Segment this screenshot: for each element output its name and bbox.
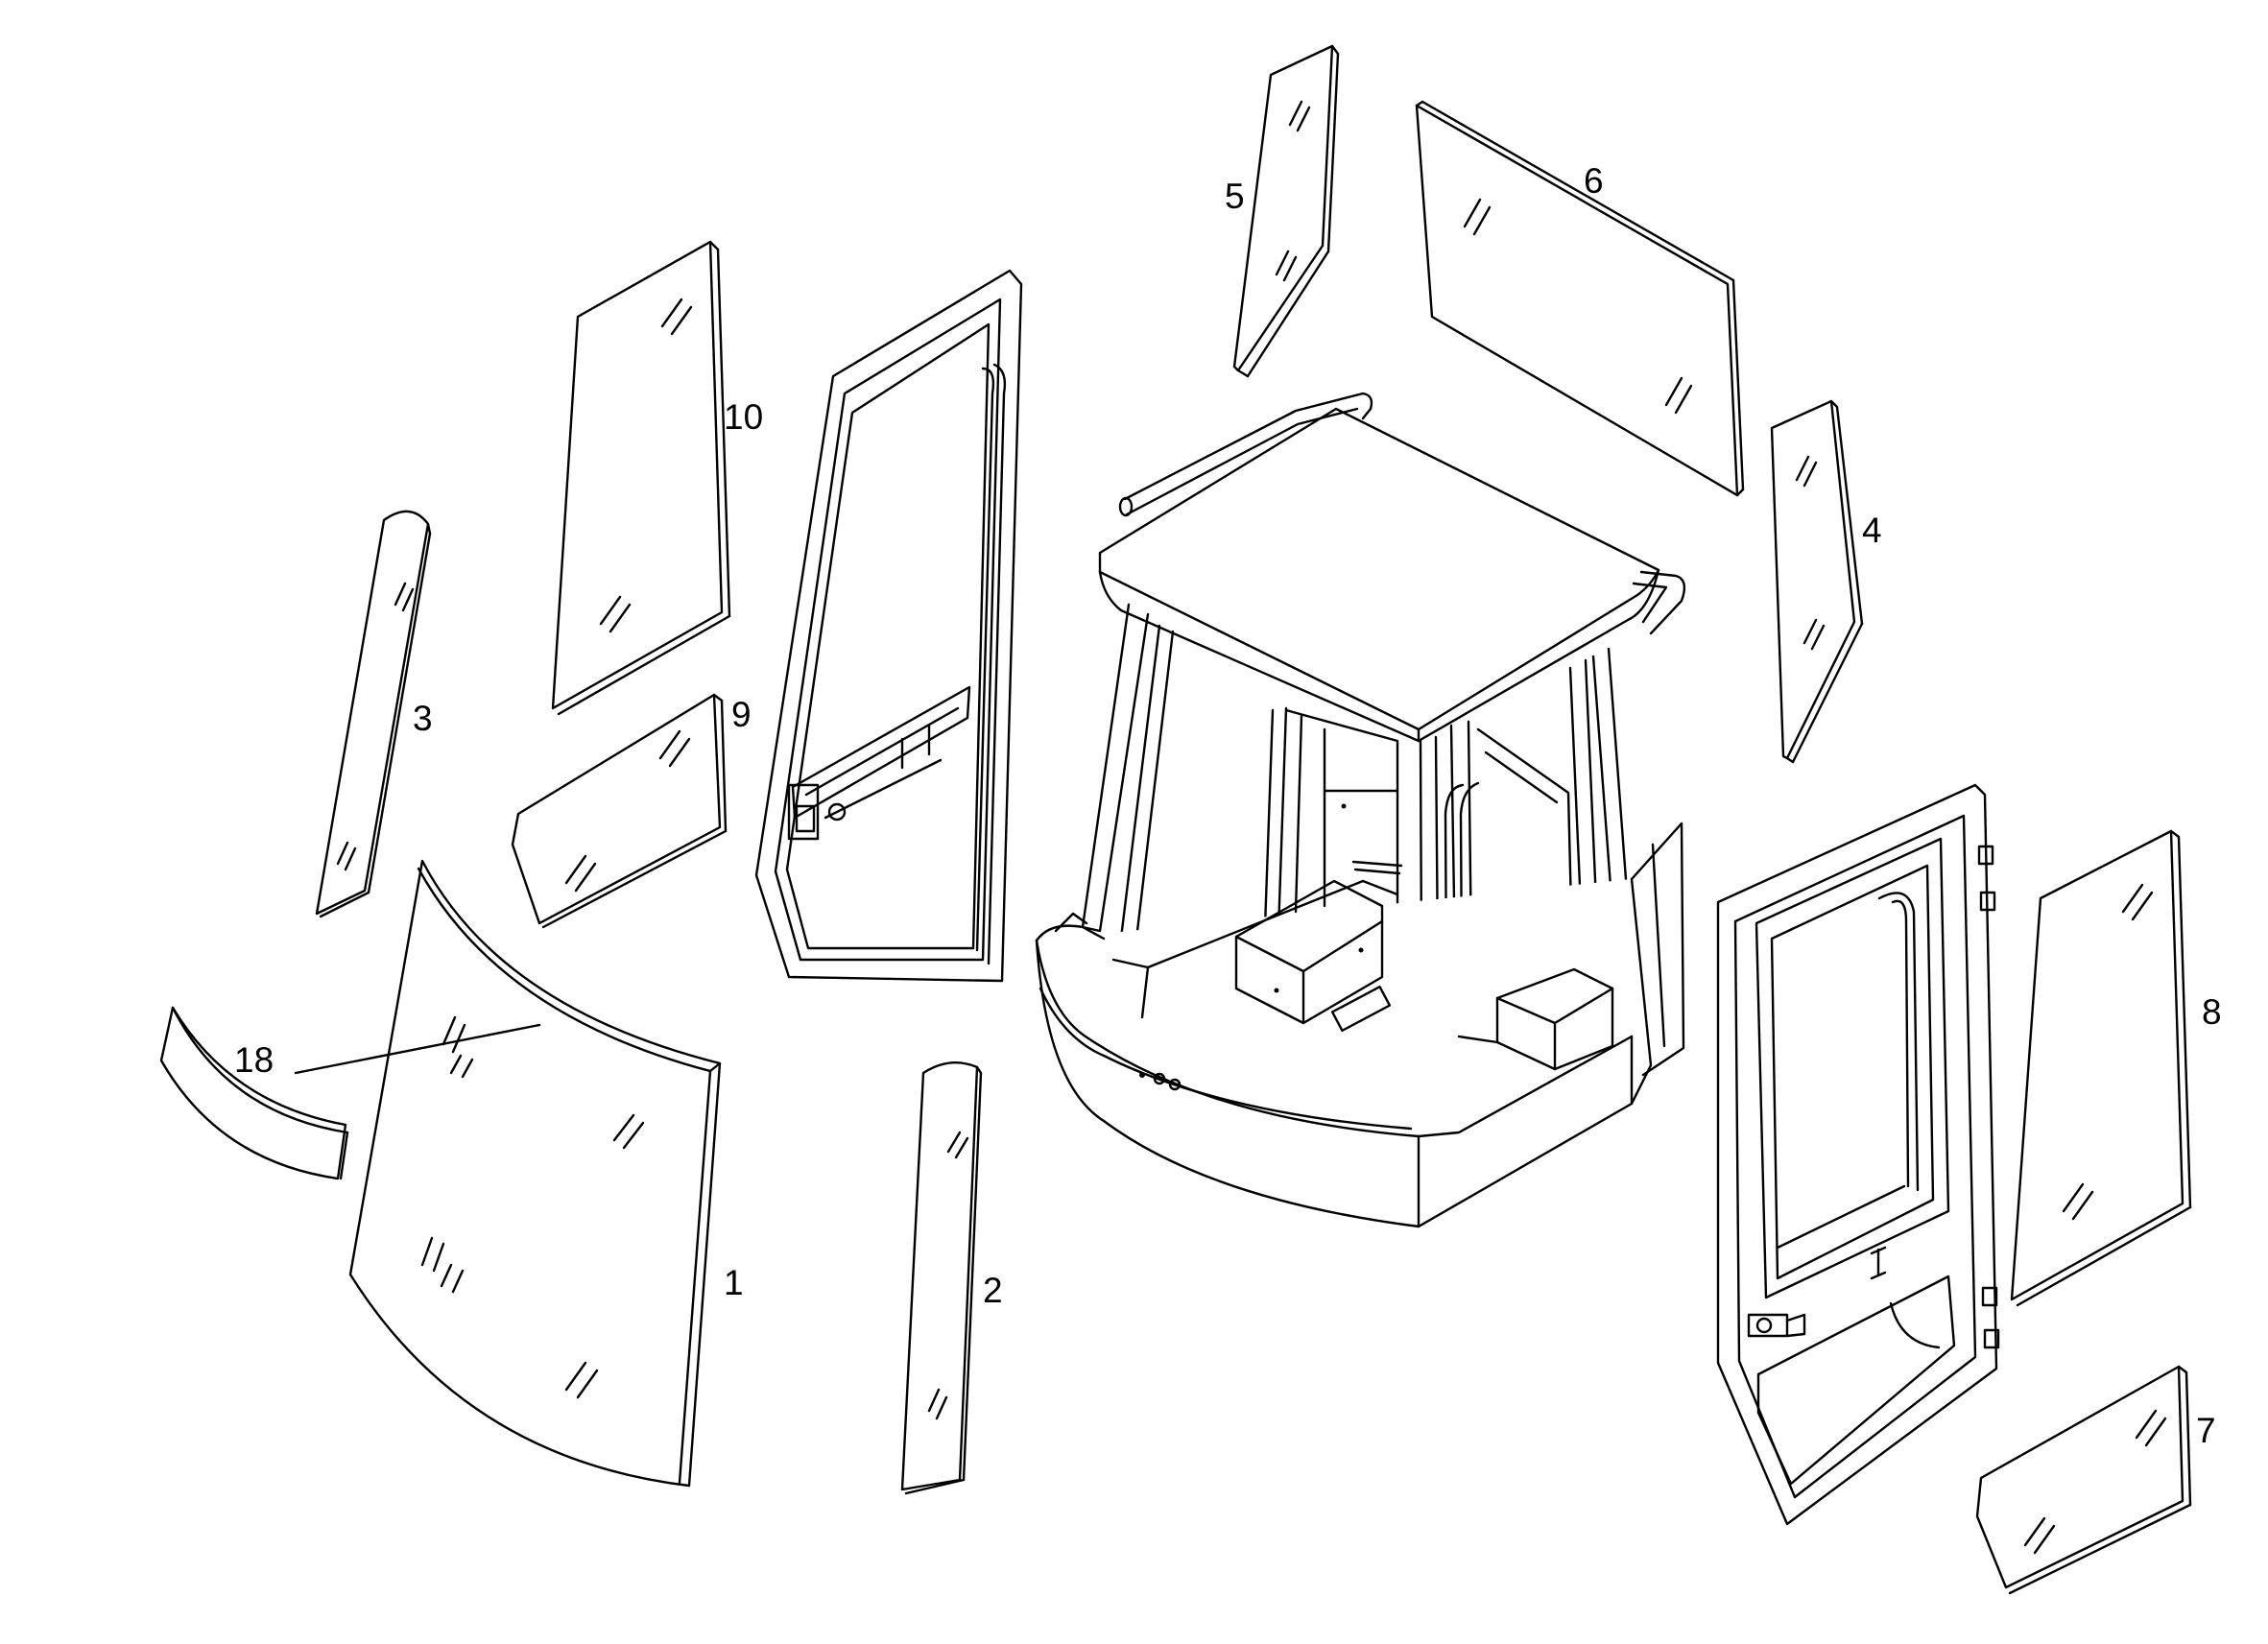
callout-18: 18 bbox=[234, 1040, 275, 1080]
part-6-rear-glass bbox=[1415, 100, 1745, 497]
callout-3: 3 bbox=[413, 699, 433, 738]
callout-8: 8 bbox=[2202, 992, 2222, 1032]
part-2-narrow-glass bbox=[900, 1061, 983, 1495]
callout-4: 4 bbox=[1862, 511, 1882, 550]
part-10-side-glass bbox=[551, 240, 731, 716]
callout-1: 1 bbox=[724, 1263, 744, 1302]
part-9-lower-glass bbox=[511, 693, 728, 929]
part-3-narrow-glass bbox=[315, 510, 432, 918]
part-1-windshield bbox=[348, 859, 722, 1488]
callout-6: 6 bbox=[1584, 161, 1604, 201]
callout-10: 10 bbox=[724, 397, 764, 437]
callout-2: 2 bbox=[983, 1271, 1003, 1310]
part-4-right-narrow-glass bbox=[1770, 399, 1864, 764]
part-8-right-glass bbox=[2010, 829, 2192, 1307]
part-18-lower-strip bbox=[159, 1006, 349, 1180]
leader-line-18 bbox=[294, 1023, 541, 1075]
callout-5: 5 bbox=[1225, 177, 1245, 216]
callout-7: 7 bbox=[2196, 1411, 2216, 1450]
part-5-upper-narrow-glass bbox=[1232, 44, 1340, 378]
left-door-frame bbox=[754, 269, 1023, 983]
part-7-lower-right-glass bbox=[1975, 1365, 2192, 1595]
cab-body bbox=[1035, 392, 1686, 1228]
right-door-frame bbox=[1716, 783, 2000, 1526]
callout-9: 9 bbox=[731, 695, 752, 734]
